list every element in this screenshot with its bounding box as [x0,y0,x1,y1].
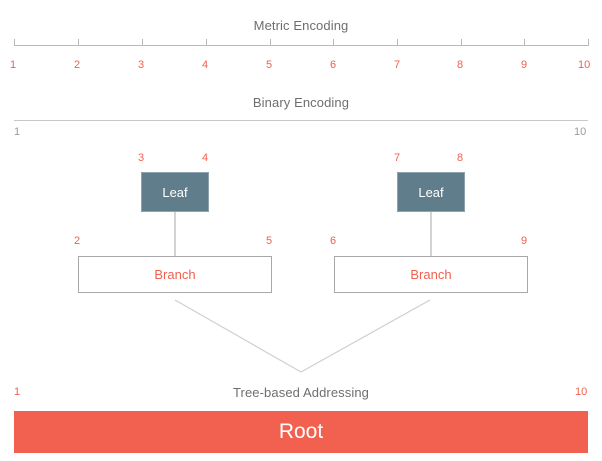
metric-axis-tick-6 [333,39,334,46]
binary-axis-line [14,120,588,121]
connector-branch-right-to-root [300,299,431,373]
leaf-node-left[interactable]: Leaf [141,172,209,212]
connector-leaf-left-to-branch-left [174,212,176,256]
root-start-label: 1 [14,386,21,398]
metric-axis-tick-1 [14,39,15,46]
root-end-label: 10 [575,386,588,398]
metric-axis-label-1: 1 [10,59,17,71]
metric-axis-label-4: 4 [202,59,209,71]
metric-axis-tick-5 [270,39,271,46]
branch-left-end-label: 5 [266,235,273,247]
metric-axis-tick-7 [397,39,398,46]
metric-axis-tick-8 [461,39,462,46]
binary-encoding-title: Binary Encoding [252,95,350,110]
branch-node-left[interactable]: Branch [78,256,272,293]
leaf-left-end-label: 4 [202,152,209,164]
metric-axis-label-8: 8 [457,59,464,71]
metric-axis-line [14,45,588,46]
metric-axis-tick-2 [78,39,79,46]
leaf-left-start-label: 3 [138,152,145,164]
branch-node-right[interactable]: Branch [334,256,528,293]
leaf-right-end-label: 8 [457,152,464,164]
branch-node-right-label: Branch [410,267,452,282]
connector-branch-left-to-root [174,299,302,373]
metric-axis-label-10: 10 [578,59,591,71]
metric-axis-label-9: 9 [521,59,528,71]
branch-right-start-label: 6 [330,235,337,247]
metric-axis-tick-4 [206,39,207,46]
metric-axis-label-3: 3 [138,59,145,71]
leaf-node-left-label: Leaf [162,184,188,200]
connector-leaf-right-to-branch-right [430,212,432,256]
binary-axis-label-start: 1 [14,126,21,138]
leaf-right-start-label: 7 [394,152,401,164]
branch-right-end-label: 9 [521,235,528,247]
metric-encoding-title: Metric Encoding [253,18,349,33]
tree-addressing-title: Tree-based Addressing [232,385,370,400]
metric-axis-label-5: 5 [266,59,273,71]
branch-node-left-label: Branch [154,267,196,282]
root-node[interactable]: Root [14,411,588,453]
metric-axis-label-2: 2 [74,59,81,71]
metric-axis-tick-10 [588,39,589,46]
root-node-label: Root [278,420,324,443]
branch-left-start-label: 2 [74,235,81,247]
leaf-node-right-label: Leaf [418,184,444,200]
metric-axis-label-6: 6 [330,59,337,71]
metric-axis-tick-9 [524,39,525,46]
binary-axis-label-end: 10 [574,126,587,138]
metric-axis-label-7: 7 [394,59,401,71]
metric-axis-tick-3 [142,39,143,46]
leaf-node-right[interactable]: Leaf [397,172,465,212]
